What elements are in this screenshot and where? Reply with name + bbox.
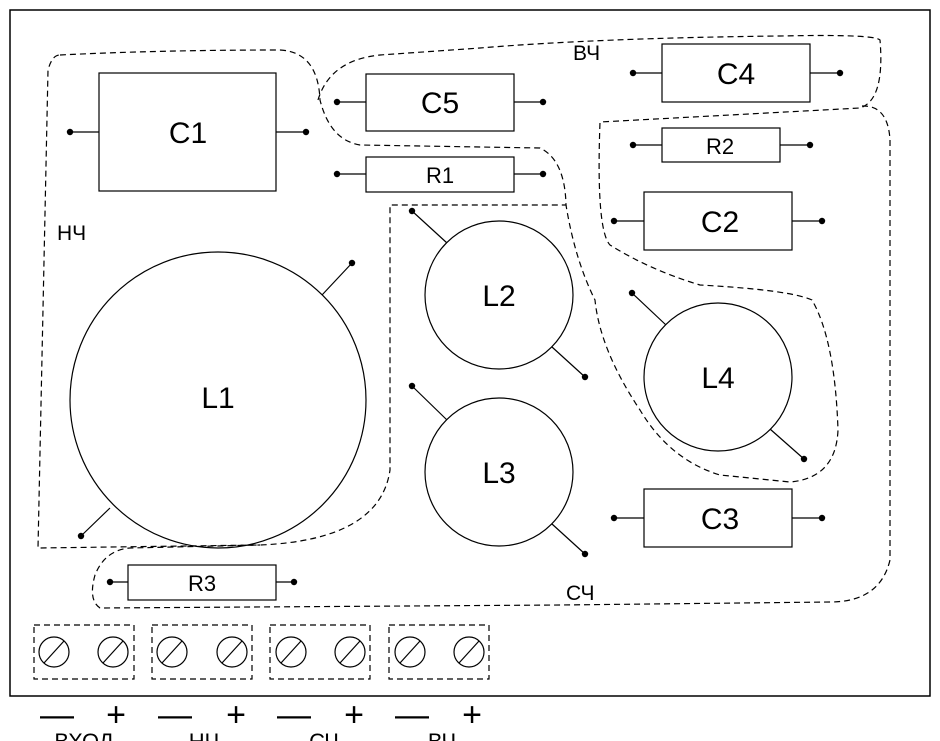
terminal-lf-label: НЧ <box>189 729 220 741</box>
l4-label: L4 <box>701 362 734 395</box>
c4-label: C4 <box>717 58 755 91</box>
l2-label: L2 <box>482 280 515 313</box>
screw-terminal-icon <box>97 636 129 668</box>
r1-label: R1 <box>426 163 454 188</box>
terminal-mf-plus: + <box>344 696 364 734</box>
terminal-hf-minus: — <box>395 696 429 734</box>
terminal-input-plus: + <box>106 696 126 734</box>
terminal-hf-label: ВЧ <box>428 729 456 741</box>
screw-terminal-icon <box>216 636 248 668</box>
l3-label: L3 <box>482 457 515 490</box>
inductor-l2: L2 <box>408 207 589 381</box>
screw-terminal-icon <box>38 636 70 668</box>
terminal-hf-plus: + <box>462 696 482 734</box>
resistor-r3: R3 <box>106 564 298 601</box>
c3-label: C3 <box>701 503 739 536</box>
hf-zone-outline <box>317 34 882 483</box>
c5-label: C5 <box>421 87 459 120</box>
capacitor-c2: C2 <box>610 191 826 251</box>
capacitor-c1: C1 <box>66 72 310 192</box>
terminal-block-mf <box>269 624 371 680</box>
terminal-lf-plus: + <box>226 696 246 734</box>
resistor-r2: R2 <box>629 127 814 163</box>
screw-terminal-icon <box>334 636 366 668</box>
terminal-block-lf <box>151 624 253 680</box>
terminal-input-label: ВХОД <box>54 729 113 741</box>
r3-label: R3 <box>188 571 216 596</box>
inductor-l1: L1 <box>69 251 367 549</box>
terminal-block-hf <box>388 624 490 680</box>
screw-terminal-icon <box>156 636 188 668</box>
board-outline <box>9 9 931 697</box>
terminal-lf-minus: — <box>158 696 192 734</box>
lf-zone-outline <box>37 49 567 549</box>
terminal-mf-minus: — <box>277 696 311 734</box>
c1-label: C1 <box>169 117 207 150</box>
inductor-l4: L4 <box>628 289 808 463</box>
r2-label: R2 <box>706 134 734 159</box>
capacitor-c3: C3 <box>610 488 826 548</box>
l1-label: L1 <box>201 382 234 415</box>
zone-label-hf: ВЧ <box>573 42 600 65</box>
zone-label-mf: СЧ <box>566 582 594 605</box>
screw-terminal-icon <box>394 636 426 668</box>
terminal-input-minus: — <box>40 696 74 734</box>
mf-zone-outline <box>91 105 891 609</box>
resistor-r1: R1 <box>333 156 547 193</box>
inductor-l3: L3 <box>408 382 589 558</box>
capacitor-c4: C4 <box>629 43 844 103</box>
capacitor-c5: C5 <box>333 73 547 132</box>
c2-label: C2 <box>701 206 739 239</box>
terminal-mf-label: СЧ <box>309 729 339 741</box>
screw-terminal-icon <box>453 636 485 668</box>
terminal-block-input <box>33 624 135 680</box>
zone-label-lf: НЧ <box>57 222 86 245</box>
screw-terminal-icon <box>275 636 307 668</box>
